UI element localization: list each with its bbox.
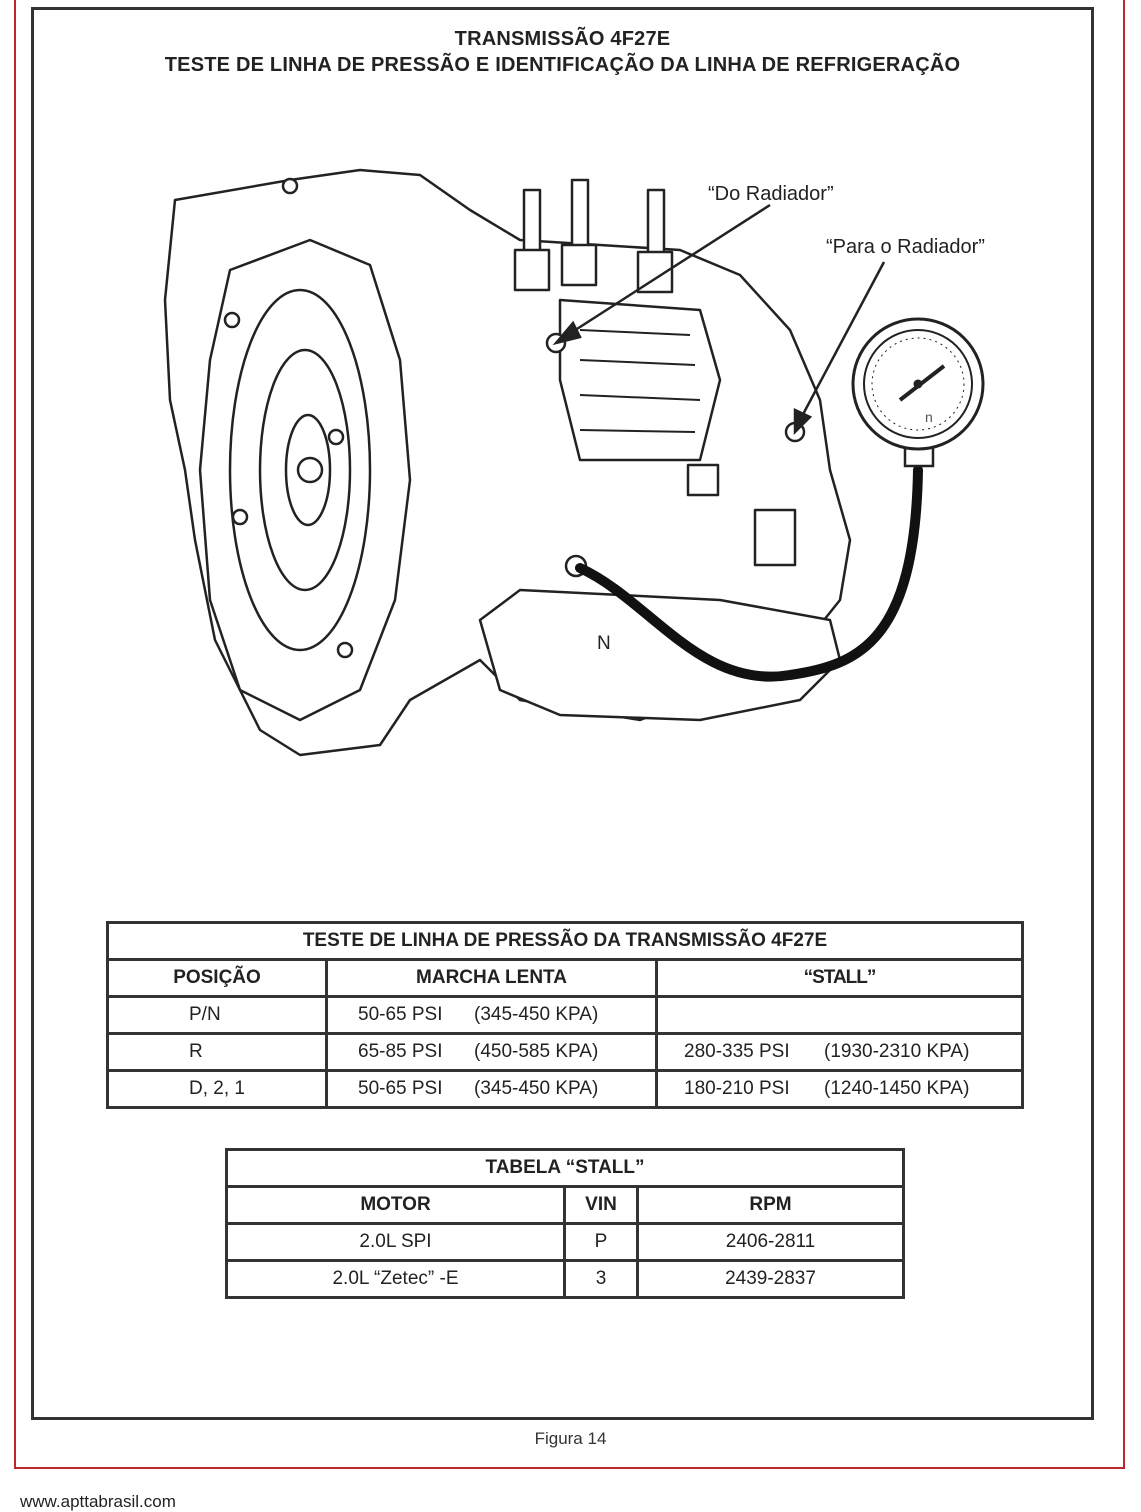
position-cell: P/N [106, 995, 328, 1035]
table-row: 2.0L “Zetec” -E 3 2439-2837 [225, 1259, 906, 1299]
motor-cell: 2.0L SPI [225, 1222, 566, 1262]
arrowhead-from-radiator [552, 320, 582, 346]
idle-kpa: (345-450 KPA) [474, 1004, 599, 1025]
page-border [14, 0, 1125, 1469]
arrowhead-to-radiator [793, 408, 813, 436]
idle-kpa: (345-450 KPA) [474, 1078, 599, 1099]
header-rpm: RPM [635, 1185, 906, 1225]
port-label-n: N [597, 633, 611, 654]
idle-psi: 50-65 PSI [358, 1078, 443, 1099]
position-cell: D, 2, 1 [106, 1069, 328, 1109]
bolt [336, 641, 354, 659]
vin-cell: 3 [563, 1259, 639, 1299]
header-position: POSIÇÃO [106, 958, 328, 998]
header-stall: “STALL” [655, 958, 1024, 998]
gauge-hose [575, 465, 923, 682]
gauge-label-n: n [925, 409, 933, 425]
rpm-cell: 2439-2837 [635, 1259, 906, 1299]
connector [686, 463, 720, 497]
document-title: TRANSMISSÃO 4F27E [454, 28, 671, 50]
stud-base-2 [560, 243, 598, 287]
bolt [223, 311, 241, 329]
valve-body [558, 298, 722, 462]
idle-cell: 65-85 PSI (450-585 KPA) [325, 1032, 658, 1072]
idle-cell: 50-65 PSI (345-450 KPA) [325, 995, 658, 1035]
arrow-to-radiator [798, 261, 886, 421]
table-row: P/N 50-65 PSI (345-450 KPA) [106, 995, 1024, 1035]
stall-cell: 280-335 PSI (1930-2310 KPA) [655, 1032, 1024, 1072]
stall-kpa: (1930-2310 KPA) [824, 1041, 970, 1062]
position-cell: R [106, 1032, 328, 1072]
idle-kpa: (450-585 KPA) [474, 1041, 599, 1062]
bolt [281, 177, 299, 195]
header-idle: MARCHA LENTA [325, 958, 658, 998]
stall-table: TABELA “STALL” MOTOR VIN RPM 2.0L SPI P … [224, 1148, 906, 1299]
figure-frame [31, 7, 1094, 1420]
sensor [753, 508, 797, 567]
callout-from-radiator: “Do Radiador” [708, 183, 834, 205]
stall-psi: 180-210 PSI [684, 1078, 790, 1099]
bolt [231, 508, 249, 526]
bolt [327, 428, 345, 446]
pressure-table-title: TESTE DE LINHA DE PRESSÃO DA TRANSMISSÃO… [106, 921, 1024, 961]
stud-2 [570, 178, 590, 252]
stud-base-1 [513, 248, 551, 292]
document-subtitle: TESTE DE LINHA DE PRESSÃO E IDENTIFICAÇÃ… [164, 54, 961, 76]
header-vin: VIN [563, 1185, 639, 1225]
table-row: R 65-85 PSI (450-585 KPA) 280-335 PSI (193… [106, 1032, 1024, 1072]
footer-url[interactable]: www.apttabrasil.com [20, 1492, 176, 1511]
transmission-illustration [163, 168, 985, 757]
figure-caption: Figura 14 [534, 1429, 607, 1448]
motor-cell: 2.0L “Zetec” -E [225, 1259, 566, 1299]
rpm-cell: 2406-2811 [635, 1222, 906, 1262]
converter-shaft [296, 456, 324, 484]
valve-ribs [579, 329, 701, 433]
vin-cell: P [563, 1222, 639, 1262]
callout-to-radiator: “Para o Radiador” [826, 236, 985, 258]
idle-psi: 65-85 PSI [358, 1041, 443, 1062]
idle-cell: 50-65 PSI (345-450 KPA) [325, 1069, 658, 1109]
arrow-from-radiator [565, 203, 771, 338]
stall-psi: 280-335 PSI [684, 1041, 790, 1062]
stud-3 [646, 188, 666, 262]
pressure-gauge [851, 317, 985, 468]
stall-kpa: (1240-1450 KPA) [824, 1078, 970, 1099]
table-row: 2.0L SPI P 2406-2811 [225, 1222, 906, 1262]
idle-psi: 50-65 PSI [358, 1004, 443, 1025]
pressure-test-table: TESTE DE LINHA DE PRESSÃO DA TRANSMISSÃO… [106, 921, 1024, 1109]
stall-cell [655, 995, 1024, 1035]
header-motor: MOTOR [225, 1185, 566, 1225]
table-row: D, 2, 1 50-65 PSI (345-450 KPA) 180-210 P… [106, 1069, 1024, 1109]
stall-table-title: TABELA “STALL” [224, 1148, 906, 1188]
stall-cell: 180-210 PSI (1240-1450 KPA) [655, 1069, 1024, 1109]
